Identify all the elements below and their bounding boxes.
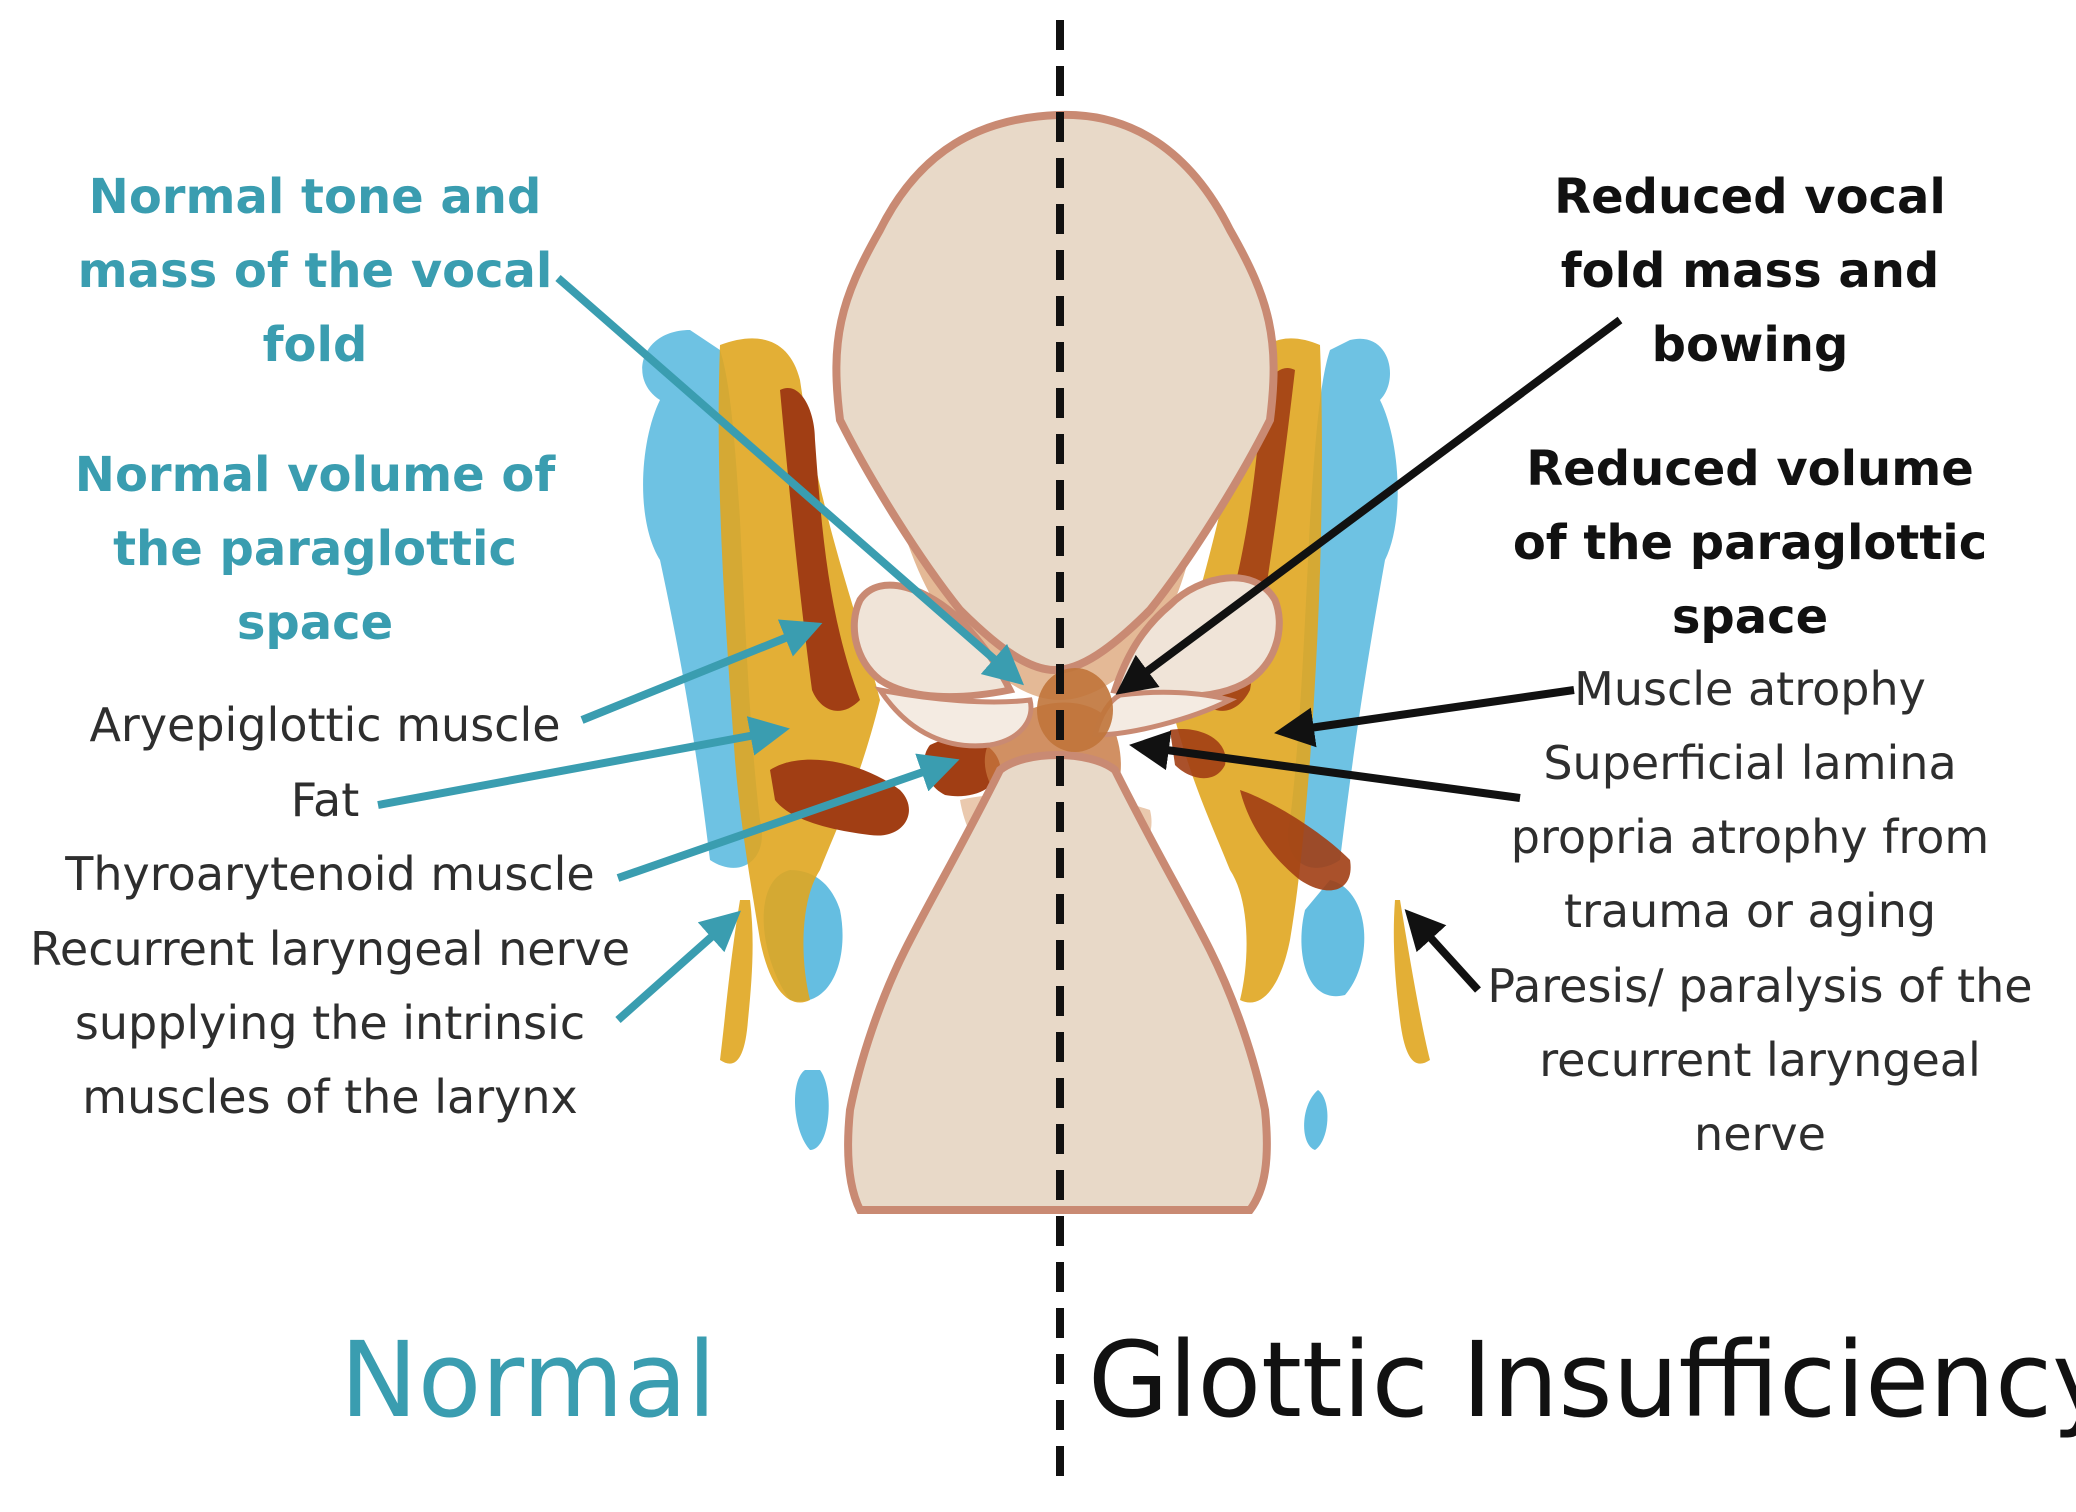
label-reduced-paraglottic: Reduced volume of the paraglottic space <box>1512 441 1988 645</box>
label-nerve-paresis: Paresis/ paralysis of the recurrent lary… <box>1487 959 2033 1161</box>
left-arrows <box>377 274 1025 1023</box>
arrow-nerve-normal <box>615 910 741 1023</box>
arrow-lamina <box>1129 730 1521 802</box>
label-normal-vocal-fold: Normal tone and mass of the vocal fold <box>77 169 553 373</box>
arrow-muscle-atrophy <box>1274 686 1575 748</box>
left-fat <box>718 338 880 1064</box>
label-recurrent-nerve-normal: Recurrent laryngeal nerve supplying the … <box>30 922 630 1124</box>
label-thyroarytenoid-muscle: Thyroarytenoid muscle <box>65 847 595 901</box>
arrow-fat <box>377 716 790 809</box>
label-reduced-vocal-fold: Reduced vocal fold mass and bowing <box>1554 169 1946 373</box>
title-normal: Normal <box>340 1319 717 1441</box>
central-glottis <box>1037 668 1113 752</box>
epiglottis-cartilage <box>832 110 1278 675</box>
arrow-aryepiglottic <box>580 619 823 724</box>
arrow-vocal-fold-reduced <box>1115 316 1623 695</box>
label-lamina-propria-atrophy: Superficial lamina propria atrophy from … <box>1510 736 1990 938</box>
right-arrows <box>1115 316 1623 993</box>
lower-cartilage <box>844 751 1271 1214</box>
left-vocal-fold <box>874 686 1034 749</box>
label-muscle-atrophy: Muscle atrophy <box>1574 662 1926 716</box>
arrow-vocal-fold-normal <box>555 274 1025 686</box>
label-fat: Fat <box>290 773 360 827</box>
arrow-thyroarytenoid <box>616 753 960 882</box>
title-glottic-insufficiency: Glottic Insufficiency <box>1088 1319 2076 1441</box>
arrow-nerve-paresis <box>1404 909 1481 993</box>
label-aryepiglottic-muscle: Aryepiglottic muscle <box>89 698 561 752</box>
label-normal-paraglottic: Normal volume of the paraglottic space <box>74 447 556 651</box>
right-muscles <box>1170 368 1351 891</box>
